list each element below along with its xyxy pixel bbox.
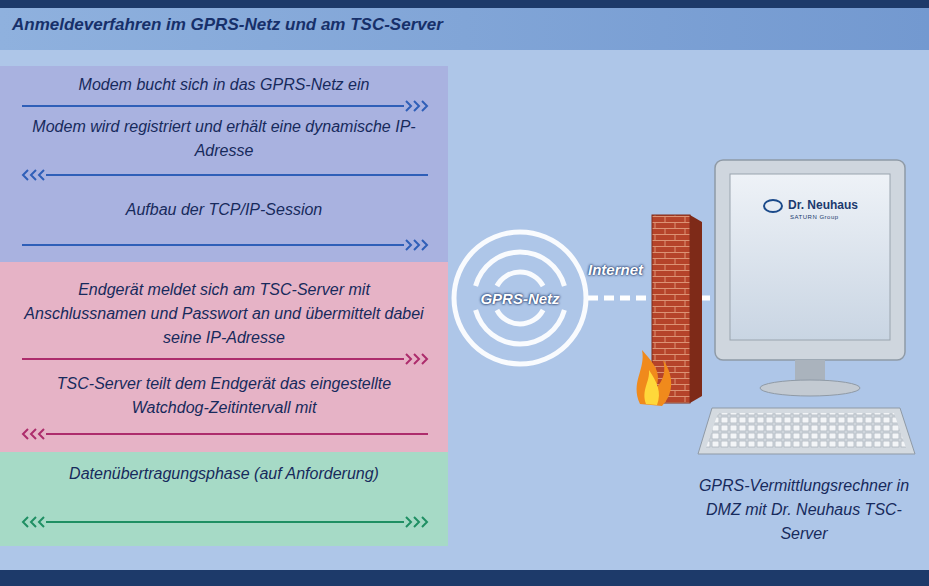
arrow-chevron — [31, 170, 36, 180]
arrow-chevron — [39, 429, 44, 439]
arrow-chevron — [406, 101, 411, 111]
message-text: TSC-Server teilt dem Endgerät das einges… — [24, 372, 424, 420]
bottom-bar — [0, 570, 929, 586]
keyboard-keys — [706, 413, 906, 448]
arrow-line — [22, 244, 404, 246]
monitor-base — [760, 380, 860, 396]
arrow-chevron — [39, 517, 44, 527]
message-arrow — [22, 101, 427, 111]
arrow-chevron — [422, 240, 427, 250]
message-arrow — [23, 170, 428, 180]
message-band: Endgerät meldet sich am TSC-Server mit A… — [0, 262, 448, 452]
network-label: Internet — [588, 261, 643, 278]
computer — [698, 160, 915, 454]
arrow-chevron — [23, 170, 28, 180]
arrow-line — [22, 105, 404, 107]
monitor-neck — [795, 360, 825, 382]
network-circles: GPRS-Netz — [430, 208, 610, 388]
arrow-chevron — [406, 354, 411, 364]
arrow-layer — [0, 66, 448, 262]
message-band: Datenübertragungsphase (auf Anforderung) — [0, 452, 448, 546]
network-ring — [473, 309, 567, 346]
monitor-bezel — [715, 160, 905, 360]
arrow-chevron — [414, 354, 419, 364]
diagram-title: Anmeldeverfahren im GPRS-Netz und am TSC… — [12, 15, 443, 35]
keyboard — [698, 408, 915, 454]
network-ring — [495, 269, 546, 287]
message-text: Aufbau der TCP/IP-Session — [24, 198, 424, 222]
message-text: Datenübertragungsphase (auf Anforderung) — [24, 462, 424, 486]
logo-subtext: SATURN Group — [790, 214, 839, 220]
arrow-line — [46, 174, 428, 176]
message-arrow — [22, 240, 427, 250]
monitor-screen — [730, 174, 890, 340]
message-arrow — [23, 517, 427, 527]
arrow-chevron — [414, 517, 419, 527]
arrow-chevron — [23, 429, 28, 439]
message-text: Endgerät meldet sich am TSC-Server mit A… — [24, 278, 424, 350]
flame-core — [644, 370, 659, 405]
logo-text: Dr. Neuhaus — [788, 198, 858, 212]
arrow-line — [46, 433, 428, 435]
arrow-chevron — [422, 101, 427, 111]
flame — [637, 350, 672, 406]
arrow-chevron — [422, 354, 427, 364]
message-text: Modem wird registriert und erhält eine d… — [24, 115, 424, 163]
logo-swoosh — [764, 200, 782, 212]
message-arrow — [22, 354, 427, 364]
arrow-line — [46, 521, 404, 523]
arrow-chevron — [414, 240, 419, 250]
arrow-chevron — [39, 170, 44, 180]
arrow-chevron — [31, 517, 36, 527]
firewall-side — [690, 215, 702, 403]
arrow-chevron — [31, 429, 36, 439]
message-arrow — [23, 429, 428, 439]
computer-caption: GPRS-Vermittlungsrechner in DMZ mit Dr. … — [688, 474, 920, 546]
firewall — [637, 215, 702, 406]
arrow-chevron — [406, 517, 411, 527]
network-ring — [452, 230, 589, 367]
arrow-chevron — [414, 101, 419, 111]
top-bar — [0, 0, 929, 8]
title-band — [0, 8, 929, 50]
arrow-chevron — [23, 517, 28, 527]
network-name: GPRS-Netz — [480, 290, 559, 307]
arrow-line — [22, 358, 404, 360]
message-text: Modem bucht sich in das GPRS-Netz ein — [24, 73, 424, 97]
message-band: Modem bucht sich in das GPRS-Netz einMod… — [0, 66, 448, 262]
network-ring — [495, 309, 546, 327]
arrow-chevron — [406, 240, 411, 250]
arrow-chevron — [422, 517, 427, 527]
network-ring — [473, 249, 567, 286]
